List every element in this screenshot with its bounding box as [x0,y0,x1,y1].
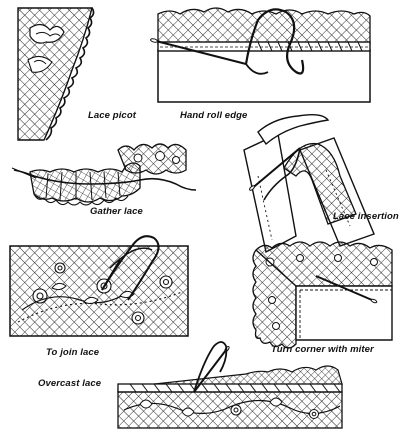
caption-lace-picot: Lace picot [88,110,136,121]
to-join-lace-figure [9,235,189,337]
hand-roll-edge-figure [150,7,371,103]
caption-gather-lace: Gather lace [90,206,143,217]
lace-picot-figure [17,7,95,141]
caption-lace-insertion: Lace insertion [333,211,399,222]
turn-corner-with-miter-figure [252,241,393,349]
caption-hand-roll-edge: Hand roll edge [180,110,248,121]
caption-overcast-lace: Overcast lace [38,378,102,389]
gather-lace-figure [11,143,197,206]
overcast-lace-figure [117,341,343,429]
caption-turn-corner-with-miter: Turn corner with miter [271,344,374,355]
lace-insertion-figure [243,113,375,254]
caption-to-join-lace: To join lace [46,347,100,358]
